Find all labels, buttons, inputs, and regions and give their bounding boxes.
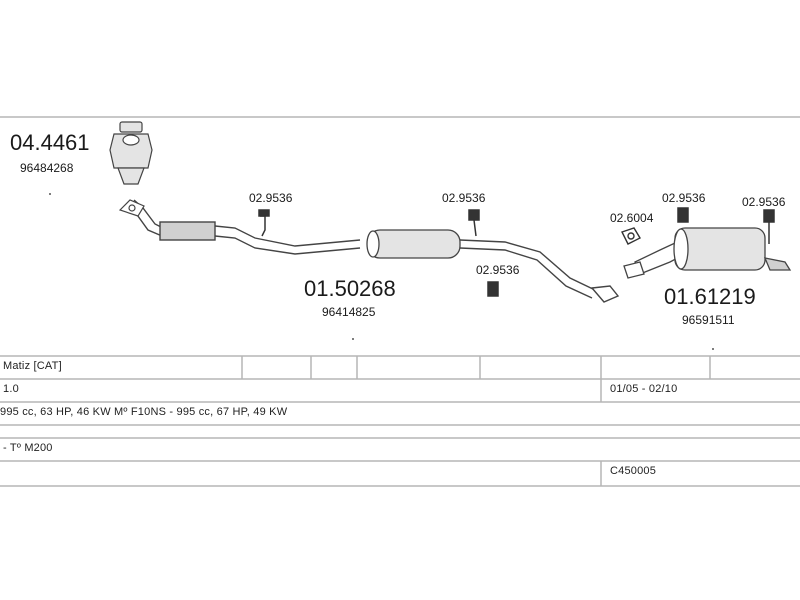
dot-marks xyxy=(49,193,714,350)
rear-silencer-shape xyxy=(623,227,792,279)
hanger-icon xyxy=(677,207,689,223)
front-flange xyxy=(118,199,145,217)
middle-rear-pipe xyxy=(459,239,620,303)
rear-silencer-oem: 96591511 xyxy=(682,313,735,327)
middle-hanger-bottom-code: 02.9536 xyxy=(476,263,520,277)
hanger-icon xyxy=(258,209,270,237)
catalyst-code: 04.4461 xyxy=(10,130,90,155)
gasket-icon xyxy=(621,227,641,245)
catalyst-oem: 96484268 xyxy=(20,161,74,175)
gasket-code: 02.6004 xyxy=(610,211,654,225)
front-pipe xyxy=(127,199,361,255)
hanger-icon xyxy=(468,209,480,237)
rear-hanger-right-code: 02.9536 xyxy=(742,195,786,209)
front-hanger-code: 02.9536 xyxy=(249,191,293,205)
frame-lines xyxy=(0,116,800,487)
hanger-icon xyxy=(763,209,775,244)
middle-silencer-code: 01.50268 xyxy=(304,276,396,301)
engine-cell: 1.0 xyxy=(3,383,19,395)
middle-hanger-top-code: 02.9536 xyxy=(442,191,486,205)
spec-cell: 995 cc, 63 HP, 46 KW Mº F10NS - 995 cc, … xyxy=(0,406,288,418)
hanger-icon xyxy=(487,281,499,297)
middle-silencer-shape xyxy=(366,229,461,259)
rear-silencer-code: 01.61219 xyxy=(664,284,756,309)
catalytic-converter xyxy=(109,121,153,185)
type-cell: - Tº M200 xyxy=(3,442,53,454)
model-cell: Matiz [CAT] xyxy=(3,360,62,372)
middle-silencer-oem: 96414825 xyxy=(322,305,376,319)
years-cell: 01/05 - 02/10 xyxy=(610,383,678,395)
code-cell: C450005 xyxy=(610,465,657,477)
rear-hanger-left-code: 02.9536 xyxy=(662,191,706,205)
